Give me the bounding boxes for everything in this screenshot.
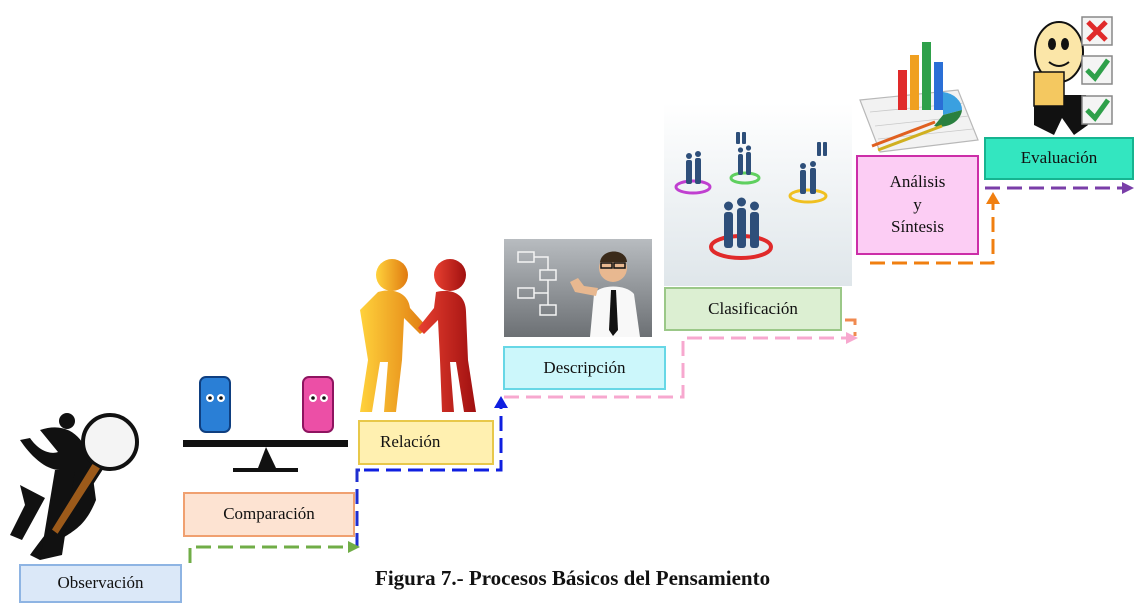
step-comparacion-label: Comparación: [223, 504, 315, 524]
step-analisis-line-2: y: [913, 194, 922, 214]
step-evaluacion: Evaluación: [984, 137, 1134, 180]
step-descripcion: Descripción: [503, 346, 666, 390]
observation-figure-icon: [10, 413, 139, 560]
connector-clasificacion-analisis: [845, 318, 857, 336]
connector-arrowheads: [348, 182, 1134, 553]
connector-descripcion-clasificacion: [504, 336, 848, 399]
step-relacion-label: Relación: [380, 432, 441, 452]
classification-people-icon: [664, 103, 852, 286]
connector-analisis-evaluacion: [870, 202, 995, 265]
figure-caption: Figura 7.- Procesos Básicos del Pensamie…: [375, 566, 771, 590]
step-observacion-label: Observación: [57, 573, 144, 593]
step-descripcion-label: Descripción: [543, 357, 626, 377]
description-photo: [504, 239, 652, 337]
connector-relacion-descripcion: [364, 406, 503, 472]
step-analisis-sintesis: Análisis y Síntesis: [856, 155, 979, 255]
connector-comparacion-relacion: [355, 468, 362, 548]
connectors: [188, 186, 1125, 563]
step-evaluacion-label: Evaluación: [1020, 148, 1098, 168]
evaluation-checklist-icon: [1033, 16, 1113, 135]
step-clasificacion-label: Clasificación: [708, 298, 798, 318]
relation-handshake-icon: [360, 259, 476, 412]
step-observacion: Observación: [19, 564, 182, 603]
step-analisis-line-1: Análisis: [889, 171, 946, 191]
step-relacion: Relación: [358, 420, 494, 465]
step-clasificacion: Clasificación: [664, 287, 842, 331]
step-comparacion: Comparación: [183, 492, 355, 537]
analysis-charts-icon: [859, 42, 979, 153]
connector-observacion-comparacion: [188, 545, 348, 563]
comparison-scale-icon: [183, 376, 348, 472]
step-analisis-line-3: Síntesis: [891, 217, 944, 237]
